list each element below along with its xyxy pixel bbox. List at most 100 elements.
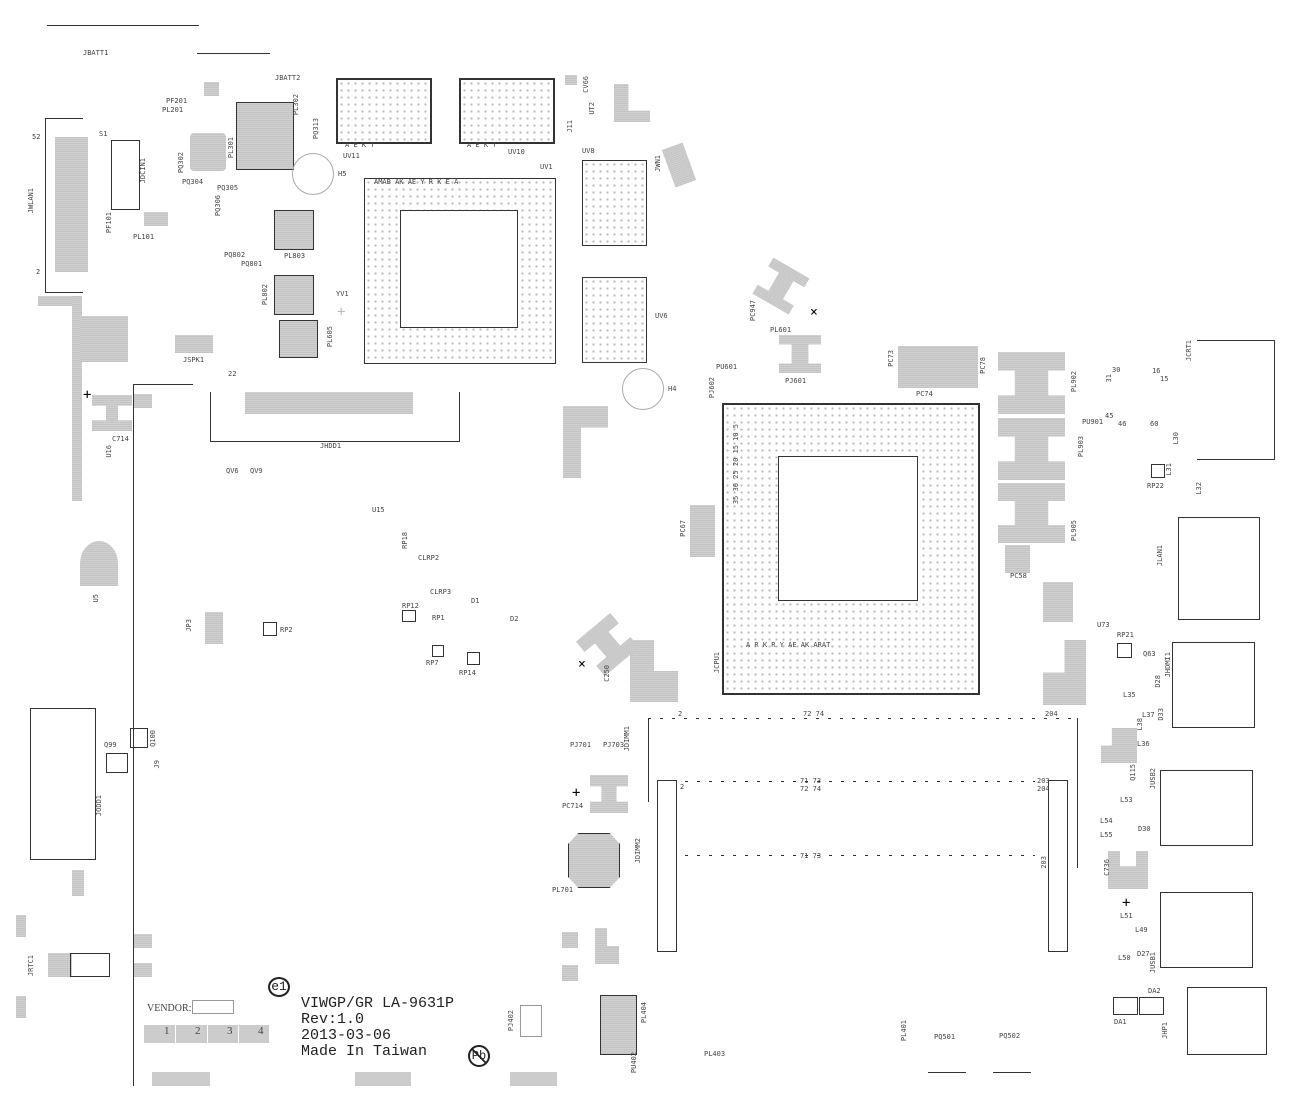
label-rp22: RP22 [1147,482,1164,490]
label-c714: C714 [112,435,129,443]
label-uv6: UV6 [655,312,668,320]
label-pu901: PU901 [1082,418,1104,426]
label-pq305: PQ305 [217,184,239,192]
label-pc73: PC73 [887,350,895,367]
label-l38: L38 [1136,718,1144,731]
side-pad-a [134,934,152,948]
label-q99: Q99 [104,741,117,749]
label-h4: H4 [668,385,677,393]
label-52: 52 [32,133,41,141]
bottom-pad-2 [355,1072,411,1086]
label-l32: L32 [1195,482,1203,495]
label-dimm2-pin-2: 2 [680,783,685,791]
label-clrp2: CLRP2 [418,554,440,562]
side-pad-b [134,963,152,977]
label-pl903: PL903 [1077,436,1085,458]
slot-label-2: 2 [195,1025,201,1037]
pl803-inductor [274,210,314,250]
vendor-field [192,1000,234,1014]
rp7-box [432,645,444,657]
label-jusb1: JUSB1 [1149,952,1157,974]
label-l55: L55 [1100,831,1113,839]
label-pl401: PL401 [900,1020,908,1042]
label-uv10-cols: A E K T [467,141,497,149]
label-31: 31 [1105,374,1113,383]
label-pq302: PQ302 [177,152,185,174]
label-dimm-pin-204: 204 [1045,710,1058,718]
label-uv1: UV1 [540,163,553,171]
label-pq304: PQ304 [182,178,204,186]
label-pl605: PL605 [326,326,334,348]
label-q63: Q63 [1143,650,1156,658]
q100-box [130,728,148,748]
label-jdimm1: JDIMM1 [623,726,631,752]
jhdd1-pads [245,392,413,414]
label-rp7: RP7 [426,659,439,667]
jwn1-connector [661,142,697,188]
label-pl902: PL902 [1070,371,1078,393]
label-qv9: QV9 [250,467,263,475]
label-pc67: PC67 [679,520,687,537]
jdimm1-right-edge [1077,718,1078,868]
label-u16: U16 [105,445,113,458]
label-jhdmi1: JHDMI1 [1164,652,1172,678]
pl302-inductor [236,102,294,170]
rp2-box [263,622,277,636]
jdimm2-row [685,855,1035,856]
label-j11: J11 [566,120,574,133]
slot-label-4: 4 [258,1025,264,1037]
label-l35: L35 [1123,691,1136,699]
label-60: 60 [1150,420,1159,428]
label-rp21: RP21 [1117,631,1134,639]
label-d1: D1 [471,597,480,605]
c714-pad-2 [134,394,152,408]
label-jdimm2: JDIMM2 [634,838,642,864]
label-pj601: PJ601 [785,377,807,385]
pc73-capacitors [898,346,978,388]
label-30: 30 [1112,366,1121,374]
bottom-pad-1 [152,1072,210,1086]
label-uv8: UV8 [582,147,595,155]
label-dimm-pin-2: 2 [678,710,683,718]
label-pc714: PC714 [562,802,584,810]
yv1-crystal-icon: + [337,304,346,320]
rp21-box [1117,643,1132,658]
label-jbatt2: JBATT2 [275,74,301,82]
label-jcrt1: JCRT1 [1185,340,1193,362]
fiducial-plus-icon: + [83,387,92,403]
left-pad-b [16,996,26,1018]
label-pu601: PU601 [716,363,738,371]
c714-pad [92,395,132,431]
left-pad-a [16,915,26,937]
ground-plane-left-vertical [72,296,82,501]
label-pj402: PJ402 [507,1010,515,1032]
u5-pad [80,541,118,586]
label-pc947: PC947 [749,300,757,322]
ground-plane-center [563,406,608,478]
pq501-line [928,1072,966,1073]
label-jbatt1: JBATT1 [83,49,109,57]
label-pl101: PL101 [133,233,155,241]
q115-pad [1101,728,1137,763]
rp12-box [402,610,416,622]
label-l36: L36 [1137,740,1150,748]
jdimm1-top [648,718,1078,719]
label-pq502: PQ502 [999,1032,1021,1040]
label-jodd1: JODD1 [95,795,103,817]
vendor-label: VENDOR: [147,1003,192,1014]
label-pl905: PL905 [1070,520,1078,542]
board-origin: Made In Taiwan [301,1043,428,1060]
label-c250: C250 [603,665,611,682]
label-jspk1: JSPK1 [183,356,205,364]
slot-block-1 [144,1025,175,1043]
lead-free-pb-logo: Pb [468,1045,490,1067]
label-l30: L30 [1172,432,1180,445]
label-u73: U73 [1097,621,1110,629]
label-d28: D28 [1154,675,1162,688]
label-clrp3: CLRP3 [430,588,452,596]
jdimm1-row [685,781,1035,782]
label-d33: D33 [1157,708,1165,721]
pq502-line [993,1072,1031,1073]
label-pj701: PJ701 [570,741,592,749]
jhdd1-connector [210,392,460,442]
